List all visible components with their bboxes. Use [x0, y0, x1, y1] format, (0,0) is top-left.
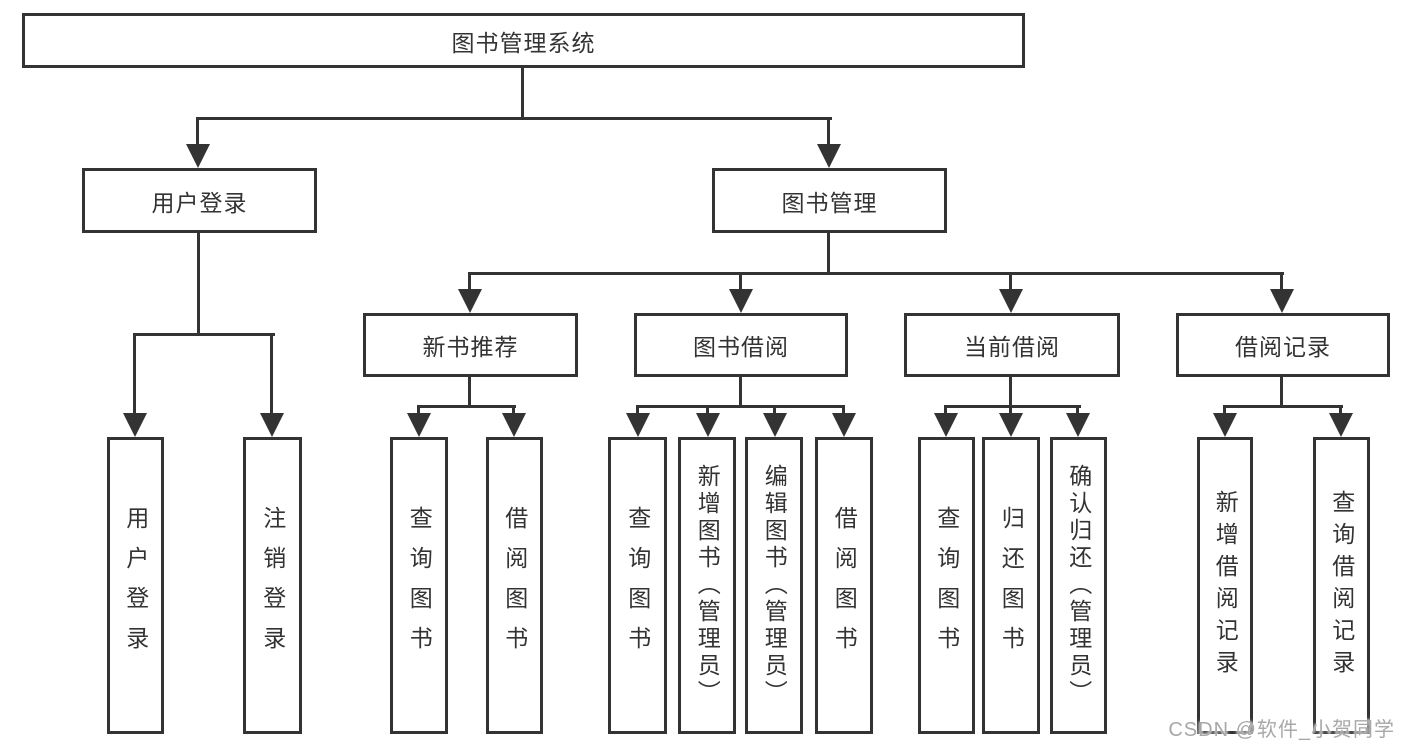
arrow-down-icon	[1213, 413, 1237, 437]
connector-vline	[773, 405, 776, 415]
arrow-down-icon	[763, 413, 787, 437]
leaf-return-books: 归还图书	[982, 437, 1040, 734]
leaf-confirm-return-admin-label: 确认归还（管理员）	[1065, 464, 1092, 707]
leaf-logout: 注销登录	[243, 437, 302, 734]
connector-vline	[417, 405, 420, 415]
leaf-query-borrow-record-label: 查询借阅记录	[1328, 489, 1355, 682]
connector-vline	[1009, 405, 1012, 415]
arrow-down-icon	[999, 289, 1023, 313]
arrow-down-icon	[1329, 413, 1353, 437]
node-current-borrowing-label: 当前借阅	[964, 334, 1060, 360]
arrow-down-icon	[502, 413, 526, 437]
connector-vline	[512, 405, 515, 415]
connector-vline	[1280, 377, 1283, 408]
connector-hline	[468, 272, 1284, 275]
leaf-query-books-2: 查询图书	[608, 437, 667, 734]
node-user-login-label: 用户登录	[151, 189, 248, 216]
node-book-management-label: 图书管理	[781, 189, 878, 216]
arrow-down-icon	[817, 144, 841, 168]
connector-vline	[1009, 377, 1012, 408]
arrow-down-icon	[626, 413, 650, 437]
leaf-query-books-2-label: 查询图书	[624, 505, 651, 666]
leaf-borrow-books-2: 借阅图书	[815, 437, 873, 734]
node-user-login: 用户登录	[82, 168, 317, 233]
leaf-return-books-label: 归还图书	[998, 505, 1025, 666]
connector-vline	[944, 405, 947, 415]
leaf-edit-books-admin-label: 编辑图书（管理员）	[761, 464, 788, 707]
connector-vline	[1076, 405, 1079, 415]
leaf-borrow-books-1: 借阅图书	[486, 437, 543, 734]
arrow-down-icon	[1066, 413, 1090, 437]
connector-vline	[270, 333, 273, 413]
arrow-down-icon	[123, 413, 147, 437]
connector-vline	[842, 405, 845, 415]
arrow-down-icon	[729, 289, 753, 313]
node-borrowing-records: 借阅记录	[1176, 313, 1390, 377]
connector-hline	[196, 117, 832, 120]
connector-vline	[827, 233, 830, 275]
connector-vline	[827, 117, 830, 148]
connector-hline	[133, 333, 275, 336]
connector-vline	[521, 68, 524, 120]
leaf-add-books-admin-label: 新增图书（管理员）	[694, 464, 721, 707]
connector-vline	[706, 405, 709, 415]
leaf-user-login-label: 用户登录	[122, 505, 149, 666]
leaf-edit-books-admin: 编辑图书（管理员）	[745, 437, 803, 734]
arrow-down-icon	[458, 289, 482, 313]
arrow-down-icon	[186, 144, 210, 168]
connector-hline	[944, 405, 1081, 408]
connector-vline	[636, 405, 639, 415]
arrow-down-icon	[934, 413, 958, 437]
arrow-down-icon	[1270, 289, 1294, 313]
connector-vline	[196, 117, 199, 148]
leaf-user-login: 用户登录	[107, 437, 164, 734]
leaf-confirm-return-admin: 确认归还（管理员）	[1050, 437, 1107, 734]
connector-vline	[1223, 405, 1226, 415]
connector-hline	[636, 405, 845, 408]
arrow-down-icon	[696, 413, 720, 437]
leaf-add-borrow-record: 新增借阅记录	[1197, 437, 1253, 734]
connector-hline	[1223, 405, 1343, 408]
leaf-borrow-books-2-label: 借阅图书	[831, 505, 858, 666]
connector-vline	[133, 333, 136, 413]
connector-vline	[1009, 272, 1012, 292]
arrow-down-icon	[832, 413, 856, 437]
connector-vline	[468, 377, 471, 408]
connector-vline	[739, 377, 742, 408]
node-book-management: 图书管理	[712, 168, 947, 233]
connector-vline	[739, 272, 742, 292]
node-book-borrowing: 图书借阅	[634, 313, 848, 377]
leaf-add-books-admin: 新增图书（管理员）	[678, 437, 736, 734]
node-current-borrowing: 当前借阅	[904, 313, 1120, 377]
node-library-system: 图书管理系统	[22, 13, 1025, 68]
leaf-query-books-1: 查询图书	[390, 437, 448, 734]
leaf-query-books-1-label: 查询图书	[406, 505, 433, 666]
connector-vline	[468, 272, 471, 292]
node-new-book-recommend: 新书推荐	[363, 313, 578, 377]
node-new-book-recommend-label: 新书推荐	[422, 334, 519, 360]
connector-vline	[197, 233, 200, 336]
leaf-query-books-3-label: 查询图书	[933, 505, 960, 666]
leaf-borrow-books-1-label: 借阅图书	[501, 505, 528, 666]
node-book-borrowing-label: 图书借阅	[693, 334, 789, 360]
csdn-watermark: CSDN @软件_小贺同学	[1168, 719, 1395, 741]
arrow-down-icon	[407, 413, 431, 437]
leaf-logout-label: 注销登录	[259, 505, 286, 666]
connector-hline	[417, 405, 516, 408]
connector-vline	[1280, 272, 1283, 292]
connector-vline	[1339, 405, 1342, 415]
leaf-add-borrow-record-label: 新增借阅记录	[1212, 489, 1239, 682]
arrow-down-icon	[260, 413, 284, 437]
leaf-query-books-3: 查询图书	[918, 437, 975, 734]
node-library-system-label: 图书管理系统	[451, 29, 596, 56]
arrow-down-icon	[999, 413, 1023, 437]
node-borrowing-records-label: 借阅记录	[1235, 334, 1331, 360]
leaf-query-borrow-record: 查询借阅记录	[1313, 437, 1370, 734]
